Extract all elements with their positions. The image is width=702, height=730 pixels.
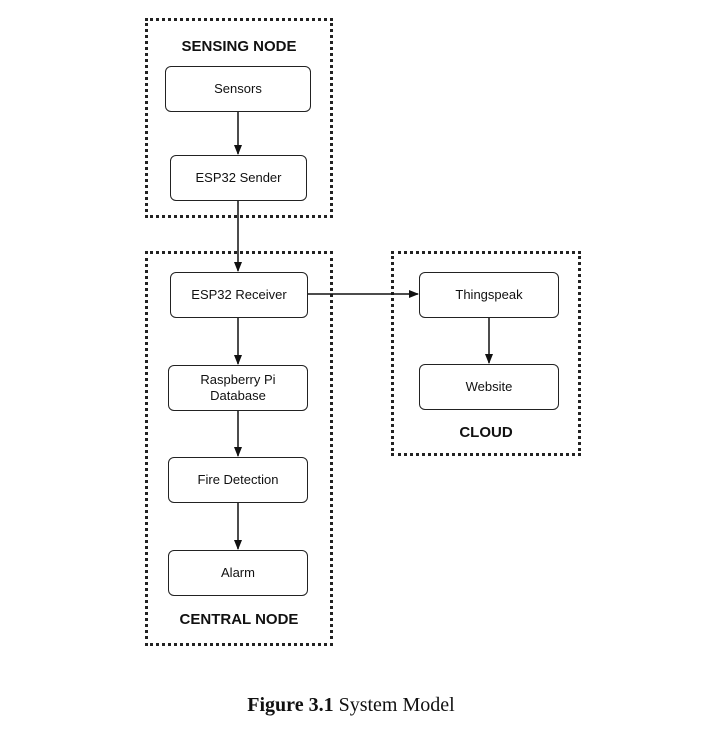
- central-node-title: CENTRAL NODE: [179, 611, 299, 628]
- thingspeak-node: Thingspeak: [419, 272, 559, 318]
- alarm-node: Alarm: [168, 550, 308, 596]
- esp32-receiver-node: ESP32 Receiver: [170, 272, 308, 318]
- website-node: Website: [419, 364, 559, 410]
- figure-title: System Model: [338, 694, 455, 716]
- cloud-title: CLOUD: [459, 424, 513, 441]
- central-node-group: [145, 251, 333, 646]
- cloud-group: [391, 251, 581, 456]
- sensing-node-group: [145, 18, 333, 218]
- figure-caption: Figure 3.1 System Model: [0, 694, 702, 717]
- sensors-node: Sensors: [165, 66, 311, 112]
- figure-label: Figure 3.1: [247, 694, 334, 716]
- sensing-node-title: SENSING NODE: [181, 38, 297, 55]
- raspberry-pi-database-node: Raspberry Pi Database: [168, 365, 308, 411]
- esp32-sender-node: ESP32 Sender: [170, 155, 307, 201]
- fire-detection-node: Fire Detection: [168, 457, 308, 503]
